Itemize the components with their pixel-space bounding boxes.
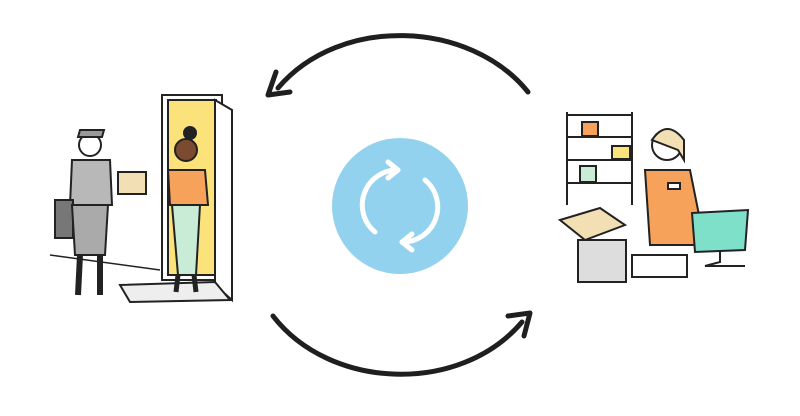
store-clerk-illustration [557,112,750,283]
curved-arrow-right-icon [270,310,533,377]
curved-arrow-left-icon [265,33,531,98]
refresh-cycle-icon [332,138,468,274]
delivery-at-door-illustration [49,94,233,304]
